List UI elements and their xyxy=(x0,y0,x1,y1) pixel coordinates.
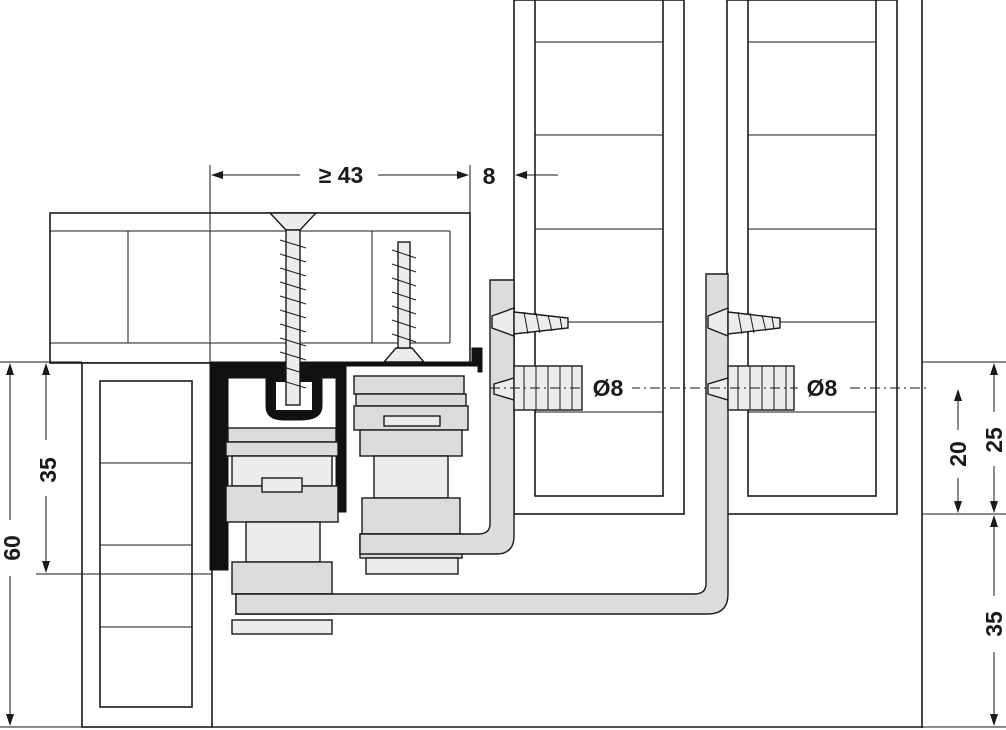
bracket-screw-front xyxy=(491,307,569,337)
dimension-label-dowel-left: Ø8 xyxy=(593,375,624,401)
door-panel-front xyxy=(513,0,685,515)
dimension-right-20: 20 xyxy=(922,389,1006,515)
dimension-label-right-20: 20 xyxy=(945,441,971,467)
dimension-label-left-35: 35 xyxy=(35,457,61,483)
dimension-right-25: 25 xyxy=(922,361,1006,513)
dimension-right-35: 35 xyxy=(922,515,1006,728)
dimension-label-left-60: 60 xyxy=(0,535,25,561)
dowel-rear xyxy=(707,365,795,411)
dimension-left-60: 60 xyxy=(0,363,82,728)
dimension-label-min-depth: ≥ 43 xyxy=(319,162,364,188)
dimension-label-right-35: 35 xyxy=(981,611,1006,637)
dimension-label-dowel-right: Ø8 xyxy=(807,375,838,401)
dimension-label-right-25: 25 xyxy=(981,427,1006,453)
bracket-rear xyxy=(235,273,729,615)
dimension-gap: 8 xyxy=(440,163,558,189)
cabinet-side-panel xyxy=(81,362,213,728)
dimension-label-gap: 8 xyxy=(483,163,496,189)
bracket-screw-rear xyxy=(707,306,781,338)
bracket-front xyxy=(359,279,515,555)
door-panel-rear xyxy=(726,0,898,515)
screw-right xyxy=(353,241,465,395)
dimension-left-35: 35 xyxy=(0,361,212,575)
dimension-min-depth: ≥ 43 xyxy=(209,162,471,362)
countersunk-screw-left xyxy=(268,212,318,406)
